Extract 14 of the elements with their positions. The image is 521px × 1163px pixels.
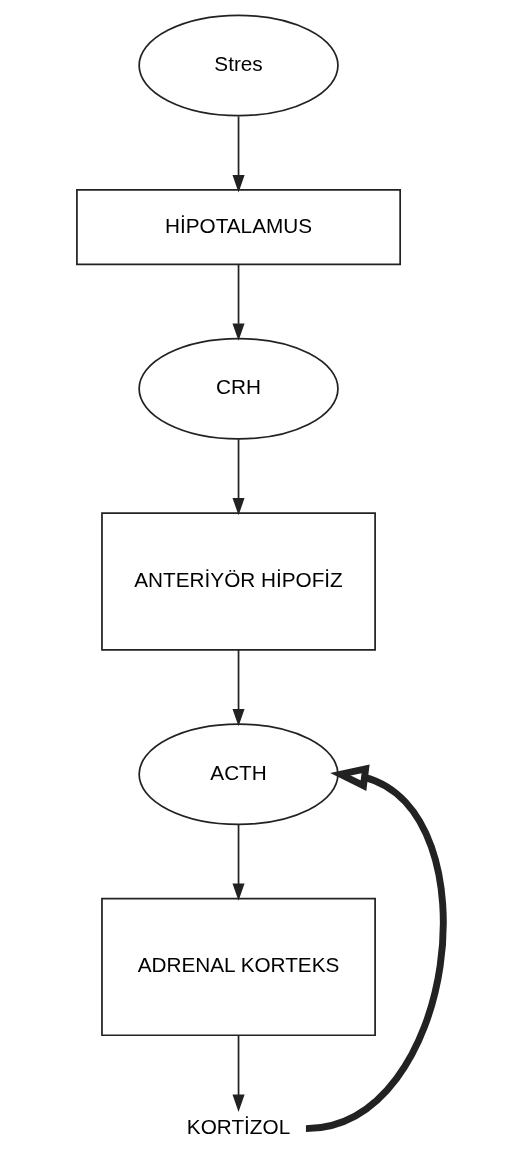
node-box: ANTERİYÖR HİPOFİZ [101,512,376,651]
node-ellipse: ACTH [138,723,339,826]
node-box: ADRENAL KORTEKS [101,897,376,1037]
node-ellipse: Stres [138,14,339,117]
arrow [232,438,245,516]
node-ellipse: CRH [138,337,339,440]
arrow [232,263,245,341]
arrow [232,823,245,901]
arrow [305,764,447,1132]
arrow [232,115,245,193]
node-box: HİPOTALAMUS [76,189,402,266]
arrow [232,1034,245,1112]
arrow [232,649,245,727]
node-text: KORTİZOL [186,1114,291,1138]
